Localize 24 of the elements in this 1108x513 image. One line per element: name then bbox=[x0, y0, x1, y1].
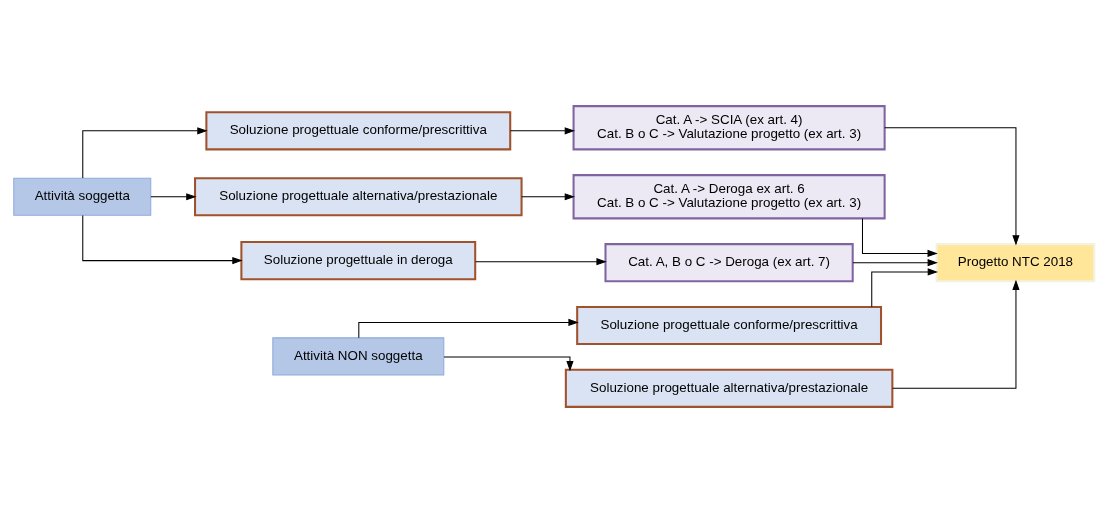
arrow bbox=[475, 258, 607, 266]
arrow bbox=[871, 268, 938, 308]
arrow bbox=[861, 218, 938, 257]
arrow bbox=[82, 127, 208, 179]
arrow bbox=[521, 193, 576, 201]
arrow bbox=[82, 215, 243, 265]
node-box: Soluzione progettuale alternativa/prestazionale bbox=[194, 177, 523, 217]
node-box: Attività soggetta bbox=[13, 177, 152, 216]
arrow bbox=[150, 193, 197, 201]
node-box: Soluzione progettuale conforme/prescrittiva bbox=[576, 305, 883, 346]
node-box: Cat. A -> Deroga ex art. 6 Cat. B o C -> Valutazione progetto (ex art. 3) bbox=[572, 174, 886, 220]
node-box: Soluzione progettuale conforme/prescrittiva bbox=[205, 111, 512, 151]
node-box: Cat. A -> SCIA (ex art. 4) Cat. B o C -> Valutazione progetto (ex art. 3) bbox=[572, 105, 886, 151]
node-box: Progetto NTC 2018 bbox=[935, 243, 1096, 283]
node-box: Attività NON soggetta bbox=[272, 337, 445, 376]
node-box: Soluzione progettuale in deroga bbox=[240, 241, 477, 281]
arrow bbox=[358, 318, 579, 339]
arrow bbox=[509, 127, 576, 135]
arrow bbox=[892, 279, 1020, 389]
arrow bbox=[852, 259, 938, 267]
arrow bbox=[443, 356, 574, 372]
arrow bbox=[884, 127, 1020, 246]
node-box: Soluzione progettuale alternativa/prestazionale bbox=[564, 368, 894, 408]
node-box: Cat. A, B o C -> Deroga (ex art. 7) bbox=[604, 243, 854, 283]
